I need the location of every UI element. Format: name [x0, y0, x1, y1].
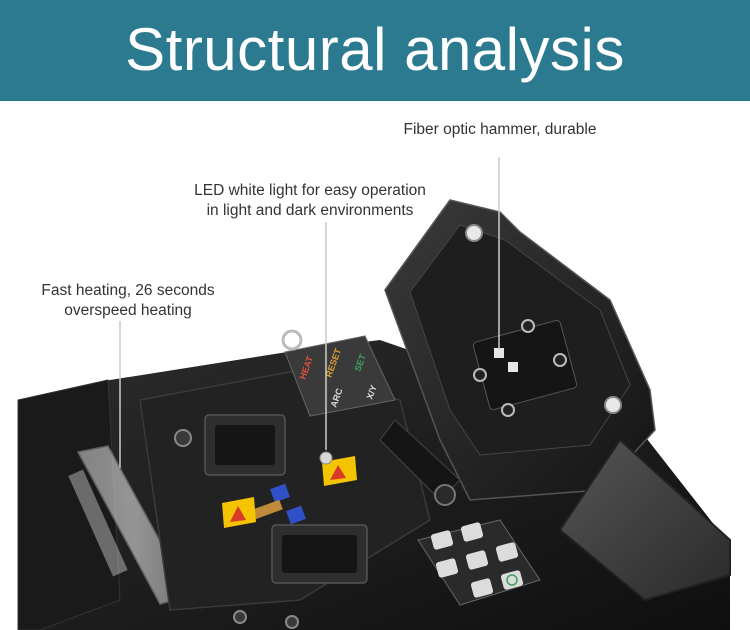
callout-heat: Fast heating, 26 seconds overspeed heati… — [28, 281, 228, 321]
keypad-button — [460, 522, 484, 542]
keypad-button — [435, 558, 459, 578]
heater-housing — [17, 379, 121, 630]
display-screen — [558, 438, 731, 602]
key-panel — [284, 335, 396, 417]
keypad-button — [495, 542, 519, 562]
callout-heat-line1: Fast heating, 26 seconds — [41, 282, 215, 299]
callout-led-line2: in light and dark environments — [206, 202, 414, 219]
v-groove-right — [286, 505, 306, 525]
key-xy-label[interactable]: X/Y — [364, 384, 378, 401]
title-banner: Structural analysis — [0, 0, 750, 101]
keypad-button — [465, 550, 489, 570]
keypad-button — [470, 578, 494, 598]
led-light — [319, 451, 333, 465]
keypad-button — [430, 530, 454, 550]
callout-hammer: Fiber optic hammer, durable — [380, 120, 620, 140]
page-title: Structural analysis — [125, 16, 625, 83]
keypad-button — [500, 570, 524, 590]
callout-hammer-text: Fiber optic hammer, durable — [403, 121, 597, 138]
v-groove-left — [270, 483, 290, 503]
callout-led-line1: LED white light for easy operation — [194, 182, 426, 199]
callout-led: LED white light for easy operation in li… — [170, 181, 450, 221]
callout-heat-line2: overspeed heating — [64, 302, 192, 319]
